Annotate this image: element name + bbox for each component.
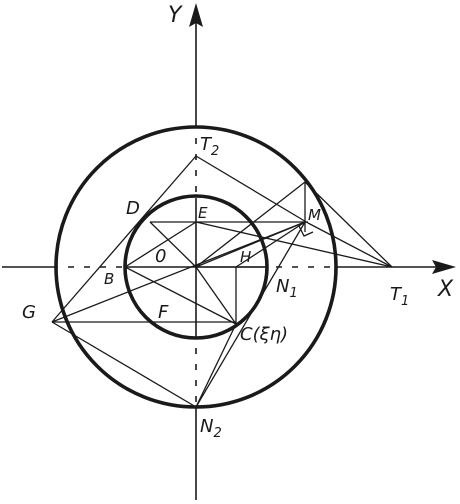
labels: Y X T2 D E M 0 H B N1 T1 G F C(ξη) N2 (22, 3, 454, 441)
label-d: D (126, 198, 140, 219)
line-n2-m (195, 221, 306, 408)
line-o-m (195, 181, 306, 268)
label-h: H (240, 248, 251, 266)
line-t2-m (195, 155, 309, 224)
line-b-e (124, 221, 197, 268)
y-axis-arrow (189, 3, 203, 27)
line-e-t1 (195, 221, 393, 268)
y-axis-label: Y (168, 3, 183, 28)
construction-lines (51, 155, 393, 408)
label-e: E (198, 204, 208, 222)
line-o-c (195, 266, 237, 325)
label-f: F (158, 302, 169, 323)
label-c: C(ξη) (240, 324, 288, 345)
label-n2: N2 (200, 416, 222, 441)
x-axis-label: X (437, 277, 454, 302)
line-d-o (149, 221, 197, 268)
line-g-m (51, 221, 306, 323)
line-t2-g (51, 155, 197, 323)
line-g-n2 (51, 321, 197, 408)
line-m-t1-upper (304, 181, 393, 268)
label-m: M (308, 206, 321, 224)
line-m-t1 (307, 222, 393, 268)
x-axis-arrow (432, 260, 456, 274)
label-g: G (22, 302, 36, 323)
line-b-c (124, 266, 237, 325)
line-o-mlower (195, 221, 306, 268)
label-o: 0 (155, 246, 166, 267)
label-t1: T1 (390, 284, 409, 309)
label-b: B (104, 270, 114, 288)
right-angle-marker (298, 225, 314, 237)
label-t2: T2 (200, 134, 219, 159)
line-n2-c (195, 323, 237, 408)
line-h-m (235, 221, 306, 268)
label-n1: N1 (276, 276, 298, 301)
